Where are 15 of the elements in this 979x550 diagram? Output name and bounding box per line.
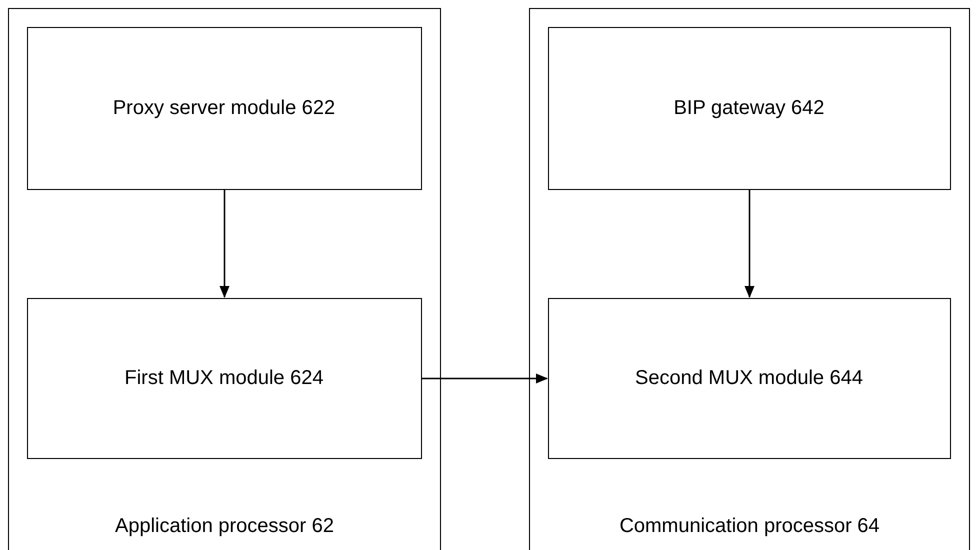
module-box xyxy=(548,298,950,458)
container-label: Application processor 62 xyxy=(114,515,335,538)
processor-container xyxy=(8,8,441,550)
module-box xyxy=(26,298,422,458)
container-label: Communication processor 64 xyxy=(618,515,881,538)
module-label: First MUX module 624 xyxy=(124,366,324,390)
arrow xyxy=(422,374,548,384)
module-label: Proxy server module 622 xyxy=(112,96,336,120)
module-label: Second MUX module 644 xyxy=(635,366,863,390)
processor-container xyxy=(529,8,970,550)
arrow xyxy=(744,190,754,298)
module-box xyxy=(548,26,950,190)
module-label: BIP gateway 642 xyxy=(674,96,824,120)
module-box xyxy=(26,26,422,190)
arrow xyxy=(220,190,230,298)
